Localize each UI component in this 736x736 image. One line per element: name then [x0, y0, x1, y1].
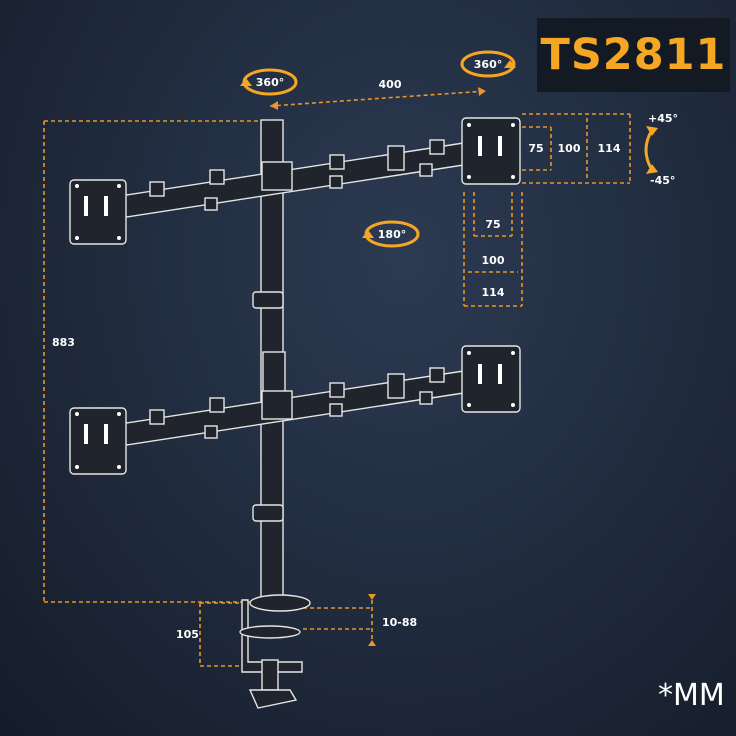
clamp-range-label: 10-88: [382, 616, 417, 629]
tilt-up-label: +45°: [648, 112, 678, 125]
clamp-depth-label: 105: [176, 628, 199, 641]
tilt-down-label: -45°: [650, 174, 675, 187]
vesa-v2-label: 100: [558, 142, 581, 155]
model-name: TS2811: [540, 30, 727, 80]
swivel-left-badge: 360°: [240, 68, 298, 96]
unit-note: *MM: [658, 678, 725, 713]
swivel-left-label: 360°: [256, 76, 284, 89]
arm-span-dimension: [269, 87, 487, 110]
vesa-h2-label: 100: [482, 254, 505, 267]
height-dimension: [43, 120, 268, 603]
vesa-vertical-dimension: [522, 113, 631, 184]
vesa-horizontal-dimension: [463, 192, 523, 307]
desk-clamp: [239, 594, 311, 709]
vesa-plate-top-left: [69, 179, 127, 245]
vesa-h3-label: 114: [482, 286, 505, 299]
pole: [252, 119, 286, 603]
vesa-plate-bottom-left: [69, 407, 127, 475]
rotate-badge: 180°: [362, 220, 420, 248]
height-label: 883: [52, 336, 75, 349]
vesa-v3-label: 114: [598, 142, 621, 155]
upper-arm: [119, 139, 471, 219]
vesa-plate-top-right: [461, 117, 521, 185]
lower-arm: [119, 367, 471, 447]
vesa-v1-label: 75: [528, 142, 543, 155]
arm-span-label: 400: [379, 78, 402, 91]
vesa-plate-bottom-right: [461, 345, 521, 413]
vesa-h1-label: 75: [485, 218, 500, 231]
swivel-right-label: 360°: [474, 58, 502, 71]
rotate-label: 180°: [378, 228, 406, 241]
model-badge: TS2811: [537, 18, 730, 92]
tilt-indicator: +45° -45°: [644, 112, 678, 187]
swivel-right-badge: 360°: [460, 50, 516, 78]
clamp-dimensions: [199, 594, 376, 667]
